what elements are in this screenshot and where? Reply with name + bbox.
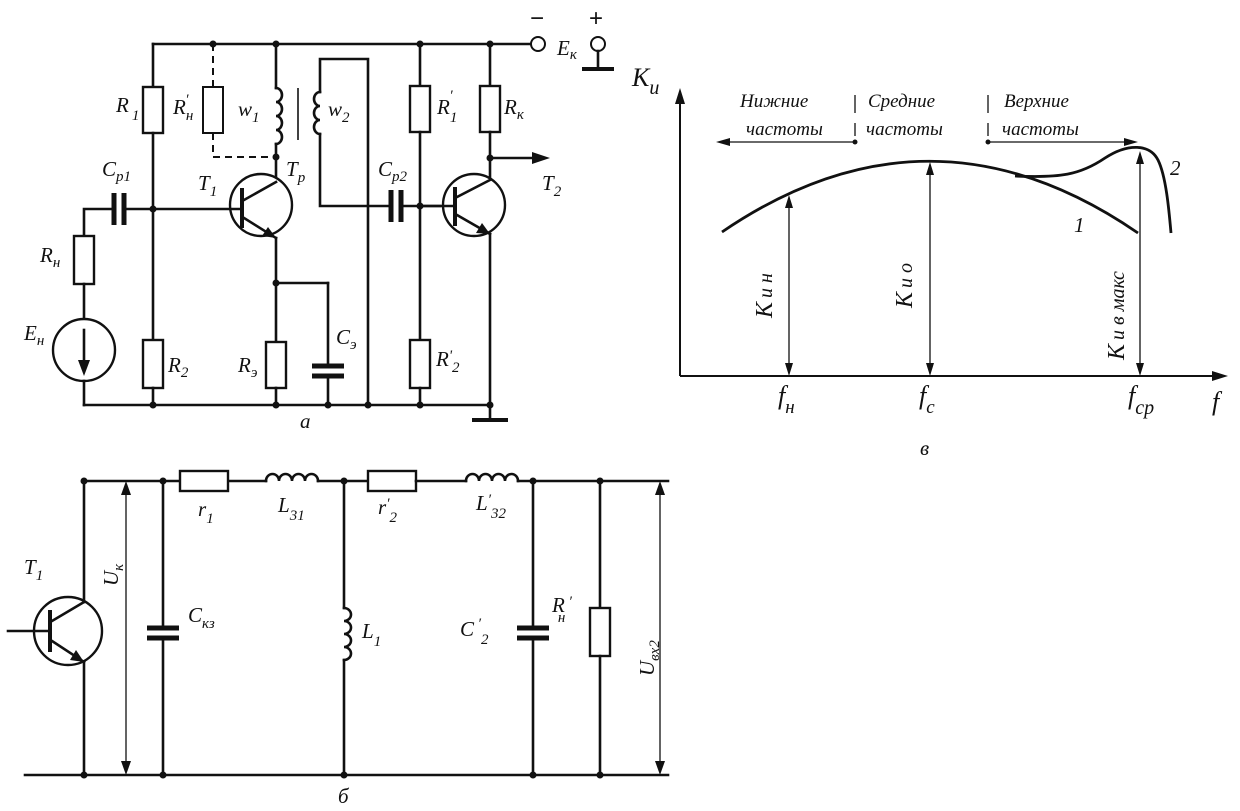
resistor-rn-prime-b xyxy=(588,606,612,658)
label-re: Rэ xyxy=(237,353,258,381)
transistor-t1-body xyxy=(228,172,294,238)
region-high-line1: Верхние xyxy=(1004,91,1069,112)
junction-dots-b xyxy=(80,477,604,779)
label-rn: Rн xyxy=(39,243,60,271)
resistor-rn-prime xyxy=(202,86,224,134)
supply-terminal-plus xyxy=(590,36,606,52)
resistor-r2-prime xyxy=(408,338,432,390)
response-curve-1 xyxy=(721,159,1139,235)
transformer-primary-coil xyxy=(274,86,284,146)
label-l32: L′32 xyxy=(475,491,506,522)
curve-label-1: 1 xyxy=(1074,213,1085,237)
label-c2-prime: C ′2 xyxy=(460,616,489,648)
label-w2: w2 xyxy=(328,97,350,126)
region-high-line2: частоты xyxy=(1002,119,1079,140)
circuit-b: T1 Uк r1 L31 r′2 L′32 Cкз L1 C ′2 R ′н U… xyxy=(6,469,670,808)
label-r2-prime: R'2 xyxy=(435,347,460,376)
label-ce: Cэ xyxy=(336,325,357,353)
frequency-response-graph: Ku f Нижние частоты Средние частоты Верх… xyxy=(631,63,1228,460)
panel-label-v: в xyxy=(920,436,929,460)
t1-b-emitter-arrow-icon xyxy=(70,650,84,662)
t1-emitter-arrow-icon xyxy=(262,227,276,238)
gain-label-high: Ku в макс xyxy=(1104,271,1130,361)
resistor-rk xyxy=(478,84,502,134)
label-rn-prime: Rн′ xyxy=(172,92,193,124)
label-r1-prime: R1′ xyxy=(436,88,457,126)
panel-label-a: а xyxy=(300,409,311,433)
label-ckz: Cкз xyxy=(188,603,215,632)
label-rk: Rк xyxy=(503,95,525,123)
inductor-l1 xyxy=(342,606,353,662)
gain-label-mid: Ku о xyxy=(892,263,918,309)
y-axis-label: Ku xyxy=(631,63,659,99)
junction-dots xyxy=(149,40,494,409)
x-axis-label: f xyxy=(1212,387,1223,416)
output-arrow-icon xyxy=(532,152,550,164)
region-low-line2: частоты xyxy=(746,119,823,140)
transformer-secondary-coil xyxy=(312,90,322,136)
region-mid-line2: частоты xyxy=(866,119,943,140)
plus-sign: + xyxy=(589,5,603,32)
inductor-l32 xyxy=(464,472,520,483)
label-uvx2: Uвх2 xyxy=(635,640,663,676)
freq-label-mid: fc xyxy=(919,381,935,418)
panel-label-b: б xyxy=(338,784,350,808)
label-r1-b: r1 xyxy=(198,497,214,527)
resistor-r2-prime-b xyxy=(366,469,418,493)
curve-label-2: 2 xyxy=(1170,156,1181,180)
region-mid-line1: Средние xyxy=(868,91,935,112)
label-ek: Eк xyxy=(556,36,578,63)
source-arrow-icon xyxy=(78,360,90,376)
resistor-rn xyxy=(72,234,96,286)
region-low-line1: Нижние xyxy=(739,91,808,112)
response-curve-2 xyxy=(1014,145,1173,234)
label-rn-prime-b: R ′н xyxy=(551,593,573,626)
label-en: Eн xyxy=(23,321,44,349)
label-uk: Uк xyxy=(99,563,127,586)
gain-label-low: Ku н xyxy=(752,273,778,319)
freq-label-low: fн xyxy=(778,381,795,418)
label-t1-b: T1 xyxy=(24,555,43,584)
resistor-r1-prime xyxy=(408,84,432,134)
label-cp1: Cp1 xyxy=(102,157,131,185)
label-tp: Tp xyxy=(286,157,306,186)
resistor-r1 xyxy=(141,85,165,135)
circuit-a: − + Eк R1 Rн′ w1 w2 R1′ Rк Cp1 T1 Tp Cp2… xyxy=(23,5,614,433)
label-w1: w1 xyxy=(238,97,260,126)
freq-label-high: fcp xyxy=(1128,381,1154,419)
label-l31: L31 xyxy=(277,493,305,524)
resistor-r2 xyxy=(141,338,165,390)
label-r2-prime-b: r′2 xyxy=(378,495,397,526)
supply-terminal-minus xyxy=(530,36,546,52)
label-t2: T2 xyxy=(542,171,562,200)
minus-sign: − xyxy=(530,5,544,32)
label-l1: L1 xyxy=(361,619,381,650)
label-r2: R2 xyxy=(167,353,189,381)
t2-emitter-arrow-icon xyxy=(476,223,490,234)
resistor-re xyxy=(264,340,288,390)
resistor-r1-b xyxy=(178,469,230,493)
label-cp2: Cp2 xyxy=(378,157,408,185)
inductor-l31 xyxy=(264,472,320,483)
label-t1: T1 xyxy=(198,171,217,200)
